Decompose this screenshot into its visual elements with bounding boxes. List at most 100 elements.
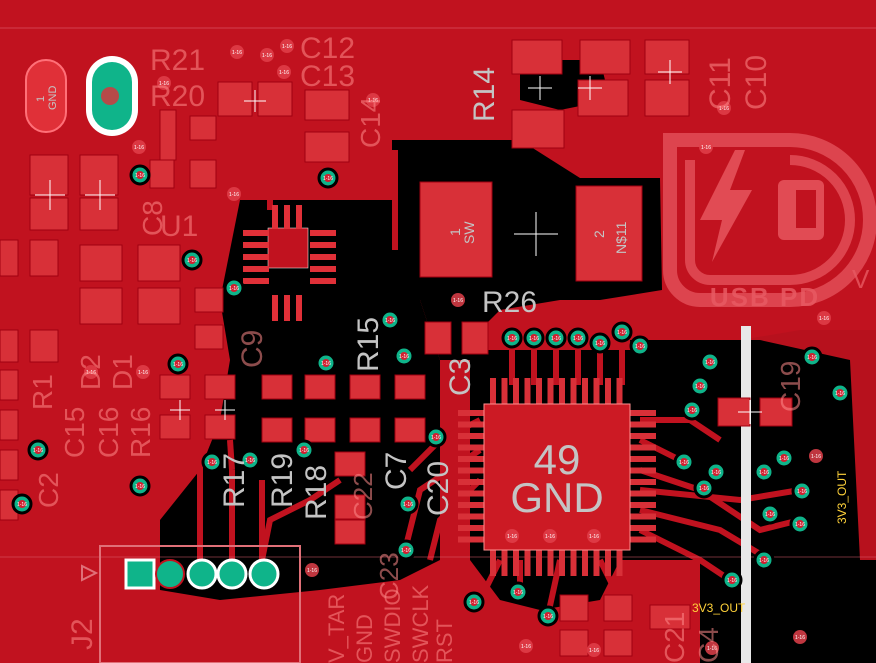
via-drill bbox=[574, 334, 582, 342]
via-label: 1-16 bbox=[707, 646, 717, 652]
board-outline bbox=[0, 27, 876, 663]
mcu-pin-pad bbox=[501, 378, 508, 404]
via-pad-covered bbox=[280, 39, 294, 53]
via-label: 1-16 bbox=[589, 534, 599, 540]
mcu-pin-pad bbox=[570, 550, 577, 576]
refdes-r21: R21 bbox=[150, 44, 205, 77]
via-label: 1-16 bbox=[323, 176, 333, 182]
refdes-c8: C8 bbox=[137, 200, 168, 236]
via-pad-covered bbox=[260, 48, 274, 62]
mcu-pin-pad bbox=[524, 378, 531, 404]
via-label: 1-16 bbox=[635, 344, 645, 350]
refdes-c10: C10 bbox=[740, 55, 773, 110]
via-drill bbox=[700, 484, 708, 492]
via-label: 1-16 bbox=[617, 330, 627, 336]
mcu-pin-pad bbox=[458, 536, 484, 543]
via-label: 1-16 bbox=[711, 470, 721, 476]
via-drill bbox=[808, 353, 816, 361]
via-label: 1-16 bbox=[307, 568, 317, 574]
mcu-pin-pad bbox=[616, 550, 623, 576]
refdes-c7: C7 bbox=[380, 452, 413, 490]
ep-pad-name: GND bbox=[510, 474, 603, 521]
pin-label-2: SWDIO bbox=[380, 588, 405, 663]
via-pad-covered bbox=[587, 643, 601, 657]
j2-header bbox=[81, 545, 301, 663]
refdes-c15: C15 bbox=[59, 407, 90, 458]
mcu-pin-pad bbox=[630, 456, 656, 462]
via-label: 1-16 bbox=[679, 460, 689, 466]
mcu-pin-pad bbox=[630, 536, 656, 543]
via-drill bbox=[760, 468, 768, 476]
via-label: 1-16 bbox=[551, 336, 561, 342]
via-label: 1-16 bbox=[86, 370, 96, 376]
mcu-pin-pad bbox=[630, 479, 656, 485]
via-label: 1-16 bbox=[573, 336, 583, 342]
mcu-pin-pad bbox=[630, 490, 656, 497]
pin-label-1: GND bbox=[352, 614, 377, 663]
via-pad-covered bbox=[305, 563, 319, 577]
via-pad-covered bbox=[505, 529, 519, 543]
via-label: 1-16 bbox=[159, 81, 169, 87]
via-label: 1-16 bbox=[173, 362, 183, 368]
via-label: 1-16 bbox=[687, 408, 697, 414]
vias: 1-16 1-16 1-16 1-16 1-16 1-16 1-16 1-16 1-16 1-16… bbox=[11, 39, 851, 657]
mcu-pin-pad bbox=[630, 421, 656, 428]
via-drill bbox=[596, 339, 604, 347]
mcu-pin-pad bbox=[524, 550, 531, 576]
mcu-pin-pad bbox=[570, 378, 577, 404]
mcu-pin-pad bbox=[630, 513, 656, 520]
connector-pin-labels: V_TAR GND SWDIO SWCLK RST bbox=[324, 584, 457, 663]
mcu-pin-pad bbox=[458, 513, 484, 520]
via-label: 1-16 bbox=[701, 145, 711, 151]
via-label: 1-16 bbox=[399, 354, 409, 360]
mcu-pin-pad bbox=[616, 378, 623, 404]
mcu-pin-pad bbox=[458, 444, 484, 451]
via-label: 1-16 bbox=[819, 316, 829, 322]
via-drill bbox=[796, 520, 804, 528]
via-label: 1-16 bbox=[368, 98, 378, 104]
via-label: 1-16 bbox=[229, 286, 239, 292]
net-3v3-out-vertical: 3V3_OUT bbox=[835, 470, 849, 524]
mcu-pin-pad bbox=[630, 410, 656, 416]
via-label: 1-16 bbox=[695, 384, 705, 390]
via-pad-covered bbox=[227, 187, 241, 201]
pin-label-3: SWCLK bbox=[408, 584, 433, 663]
via-drill bbox=[18, 500, 26, 508]
via-drill bbox=[636, 342, 644, 350]
mcu-pin-pad bbox=[501, 550, 508, 576]
silkscreen-labels: R21 R20 C12 C13 R14 C11 C10 C8 U1 C14 R2… bbox=[27, 32, 806, 663]
mcu-pin-pad bbox=[630, 433, 656, 439]
mcu-pin-pad bbox=[490, 550, 496, 576]
mcu-pin-pad bbox=[458, 490, 484, 497]
via-drill bbox=[188, 256, 196, 264]
via-label: 1-16 bbox=[279, 70, 289, 76]
mcu-pin-pad bbox=[490, 378, 496, 404]
via-pad-covered bbox=[793, 630, 807, 644]
mcu-pin-pad bbox=[513, 378, 519, 404]
via-drill bbox=[680, 458, 688, 466]
refdes-c23: C23 bbox=[374, 552, 404, 600]
via-label: 1-16 bbox=[705, 360, 715, 366]
refdes-c19: C19 bbox=[775, 361, 806, 412]
via-label: 1-16 bbox=[807, 355, 817, 361]
refdes-r17: R17 bbox=[218, 453, 251, 508]
via-label: 1-16 bbox=[229, 192, 239, 198]
via-pad-covered bbox=[84, 365, 98, 379]
via-drill bbox=[508, 334, 516, 342]
mcu-pin-pad bbox=[630, 525, 656, 531]
via-pad-covered bbox=[587, 529, 601, 543]
via-drill bbox=[696, 382, 704, 390]
via-label: 1-16 bbox=[779, 456, 789, 462]
n11-pad-number: 2 bbox=[591, 230, 607, 238]
refdes-c3: C3 bbox=[444, 358, 477, 396]
mcu-pin-pad bbox=[513, 550, 519, 576]
mcu-qfn-footprint bbox=[458, 378, 656, 576]
via-label: 1-16 bbox=[138, 370, 148, 376]
mcu-pin-pad bbox=[582, 550, 588, 576]
via-label: 1-16 bbox=[595, 341, 605, 347]
via-pad-covered bbox=[809, 449, 823, 463]
refdes-r16: R16 bbox=[125, 407, 156, 458]
via-drill bbox=[136, 482, 144, 490]
